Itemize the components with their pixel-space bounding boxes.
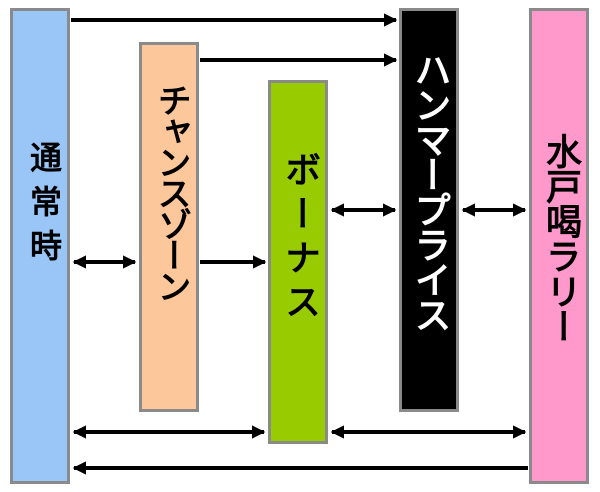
state-hammer-price-label: ハンマープライス xyxy=(408,51,451,331)
state-hammer-price: ハンマープライス xyxy=(399,8,459,412)
state-mito-rally-label: 水戸喝ラリー xyxy=(540,133,581,343)
state-normal-label: 通常時 xyxy=(25,141,63,273)
state-chance-zone-label: チャンスゾーン xyxy=(151,83,191,300)
state-bonus: ボーナス xyxy=(268,80,328,444)
state-bonus-label: ボーナス xyxy=(279,151,320,327)
state-chance-zone: チャンスゾーン xyxy=(139,42,199,412)
state-mito-rally: 水戸喝ラリー xyxy=(529,8,589,484)
state-normal: 通常時 xyxy=(10,8,70,484)
